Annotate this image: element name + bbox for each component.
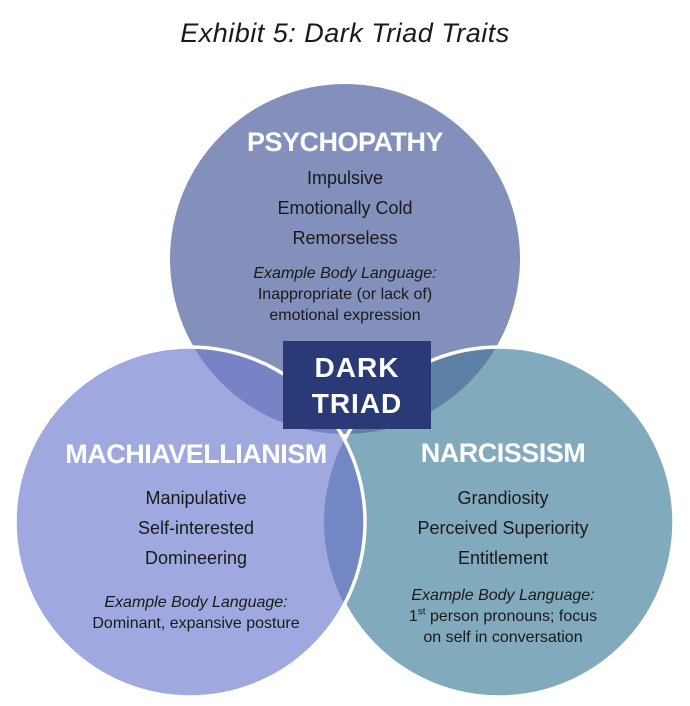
narcissism-heading: NARCISSISM — [420, 438, 586, 468]
dark-triad-label-line: TRIAD — [311, 388, 403, 419]
exhibit-title: Exhibit 5: Dark Triad Traits — [180, 18, 510, 48]
machiavellianism-example-label: Example Body Language: — [104, 594, 288, 611]
machiavellianism-example-line: Dominant, expansive posture — [92, 615, 300, 632]
machiavellianism-circle — [15, 347, 365, 697]
machiavellianism-heading: MACHIAVELLIANISM — [65, 439, 327, 469]
psychopathy-circle — [170, 84, 520, 434]
psychopathy-example-line: Inappropriate (or lack of) — [257, 286, 433, 303]
psychopathy-trait: Impulsive — [306, 168, 384, 188]
psychopathy-trait: Remorseless — [292, 228, 398, 248]
machiavellianism-trait: Manipulative — [145, 488, 247, 508]
narcissism-text-block: NARCISSISM Grandiosity Perceived Superio… — [353, 437, 653, 648]
machiavellianism-circle-outline — [13, 345, 367, 699]
narcissism-trait: Entitlement — [457, 548, 549, 568]
psychopathy-text-block: PSYCHOPATHY Impulsive Emotionally Cold R… — [195, 126, 495, 326]
ordinal-superscript: st — [417, 606, 426, 618]
narcissism-example-line: 1st person pronouns; focus — [408, 606, 598, 625]
machiavellianism-trait: Self-interested — [137, 518, 255, 538]
machiavellianism-trait: Domineering — [144, 548, 248, 568]
narcissism-circle — [324, 347, 674, 697]
dark-triad-label: DARK TRIAD — [283, 350, 431, 422]
psychopathy-trait: Emotionally Cold — [277, 198, 413, 218]
dark-triad-label-line: DARK — [314, 352, 400, 383]
narcissism-example-label: Example Body Language: — [411, 587, 595, 604]
narcissism-trait: Perceived Superiority — [417, 518, 589, 538]
machiavellianism-text-block: MACHIAVELLIANISM Manipulative Self-inter… — [36, 438, 356, 634]
psychopathy-heading: PSYCHOPATHY — [246, 127, 444, 157]
psychopathy-example-line: emotional expression — [269, 307, 421, 324]
psychopathy-example-label: Example Body Language: — [253, 265, 437, 282]
narcissism-trait: Grandiosity — [457, 488, 549, 508]
narcissism-example-line: on self in conversation — [423, 629, 583, 646]
dark-triad-center-box — [283, 341, 431, 429]
